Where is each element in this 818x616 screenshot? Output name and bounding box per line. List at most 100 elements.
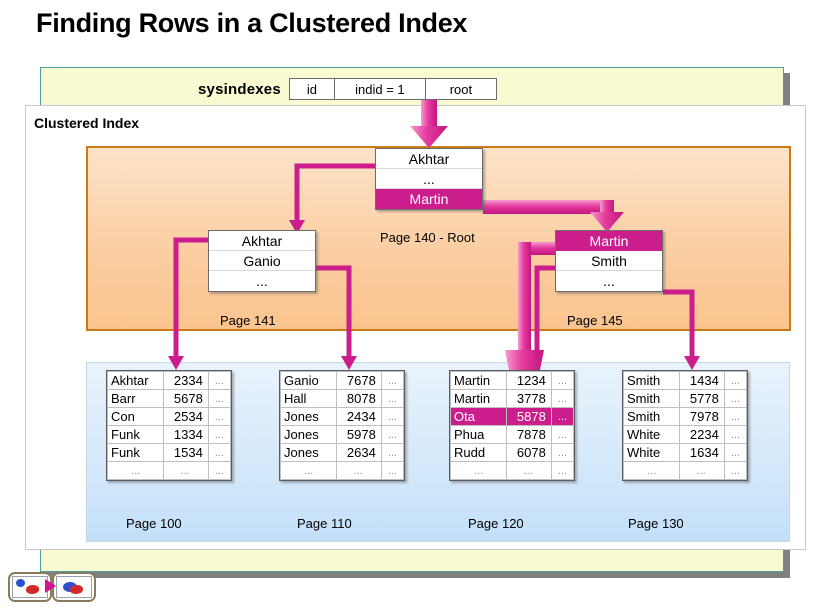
cell-value: ... <box>506 461 552 480</box>
cell-key: Con <box>106 407 165 426</box>
cell-value: 7678 <box>336 371 382 390</box>
cell-more: ... <box>380 443 405 462</box>
cell-more: ... <box>723 371 748 390</box>
index-node-145-row-0[interactable]: Martin <box>556 231 662 251</box>
caption-page-120: Page 120 <box>468 516 524 531</box>
index-node-page-145[interactable]: Martin Smith ... <box>555 230 663 292</box>
sysindexes-label: sysindexes <box>198 80 281 98</box>
cell-value: 2234 <box>679 425 725 444</box>
index-node-page-141[interactable]: Akhtar Ganio ... <box>208 230 316 292</box>
cell-value: 2534 <box>163 407 209 426</box>
caption-page-141: Page 141 <box>220 313 276 328</box>
cell-key: Barr <box>106 389 165 408</box>
cell-more: ... <box>723 389 748 408</box>
next-slide-icon <box>56 576 92 598</box>
cell-key: White <box>622 425 681 444</box>
index-node-145-row-1[interactable]: Smith <box>556 251 662 271</box>
index-node-root-row-1[interactable]: ... <box>376 169 482 189</box>
cell-more: ... <box>550 425 575 444</box>
cell-key: Funk <box>106 443 165 462</box>
cell-value: 8078 <box>336 389 382 408</box>
cell-key: Hall <box>279 389 338 408</box>
cell-more: ... <box>380 461 405 480</box>
index-node-141-row-1[interactable]: Ganio <box>209 251 315 271</box>
cell-more: ... <box>207 425 232 444</box>
cell-more: ... <box>723 407 748 426</box>
cell-more: ... <box>380 425 405 444</box>
table-row[interactable]: ......... <box>622 461 748 480</box>
cell-more: ... <box>380 407 405 426</box>
caption-page-110: Page 110 <box>297 516 352 531</box>
cell-key: Ota <box>449 407 508 426</box>
table-row[interactable]: ......... <box>449 461 575 480</box>
caption-page-145: Page 145 <box>567 313 623 328</box>
index-node-root-row-2[interactable]: Martin <box>376 189 482 209</box>
cell-more: ... <box>550 461 575 480</box>
table-row[interactable]: ......... <box>279 461 405 480</box>
next-slide-button[interactable] <box>52 572 96 602</box>
cell-key: Martin <box>449 389 508 408</box>
cell-value: ... <box>163 461 209 480</box>
cell-key: Funk <box>106 425 165 444</box>
index-node-root-row-0[interactable]: Akhtar <box>376 149 482 169</box>
cell-value: 2334 <box>163 371 209 390</box>
cell-value: ... <box>336 461 382 480</box>
cell-value: 1234 <box>506 371 552 390</box>
cell-key: ... <box>106 461 165 480</box>
clustered-index-panel-title: Clustered Index <box>34 115 140 131</box>
index-node-root[interactable]: Akhtar ... Martin <box>375 148 483 210</box>
cell-key: ... <box>622 461 681 480</box>
page-title: Finding Rows in a Clustered Index <box>36 8 468 38</box>
transition-arrow-icon <box>45 579 56 593</box>
index-node-141-row-2[interactable]: ... <box>256 273 268 289</box>
cell-key: Jones <box>279 443 338 462</box>
cell-value: 1634 <box>679 443 725 462</box>
cell-more: ... <box>723 425 748 444</box>
sysindexes-cell-root: root <box>424 78 497 100</box>
cell-key: Akhtar <box>106 371 165 390</box>
cell-value: 3778 <box>506 389 552 408</box>
cell-value: 5878 <box>506 407 552 426</box>
table-row[interactable]: ......... <box>106 461 232 480</box>
cell-more: ... <box>207 389 232 408</box>
caption-page-140-root: Page 140 - Root <box>380 230 475 245</box>
previous-slide-button[interactable] <box>8 572 52 602</box>
cell-key: Martin <box>449 371 508 390</box>
cell-more: ... <box>380 371 405 390</box>
cell-key: Smith <box>622 389 681 408</box>
cell-value: 5778 <box>679 389 725 408</box>
index-node-145-row-2[interactable]: ... <box>603 273 615 289</box>
cell-value: 2434 <box>336 407 382 426</box>
cell-value: 1534 <box>163 443 209 462</box>
index-node-141-row-0[interactable]: Akhtar <box>209 231 315 251</box>
